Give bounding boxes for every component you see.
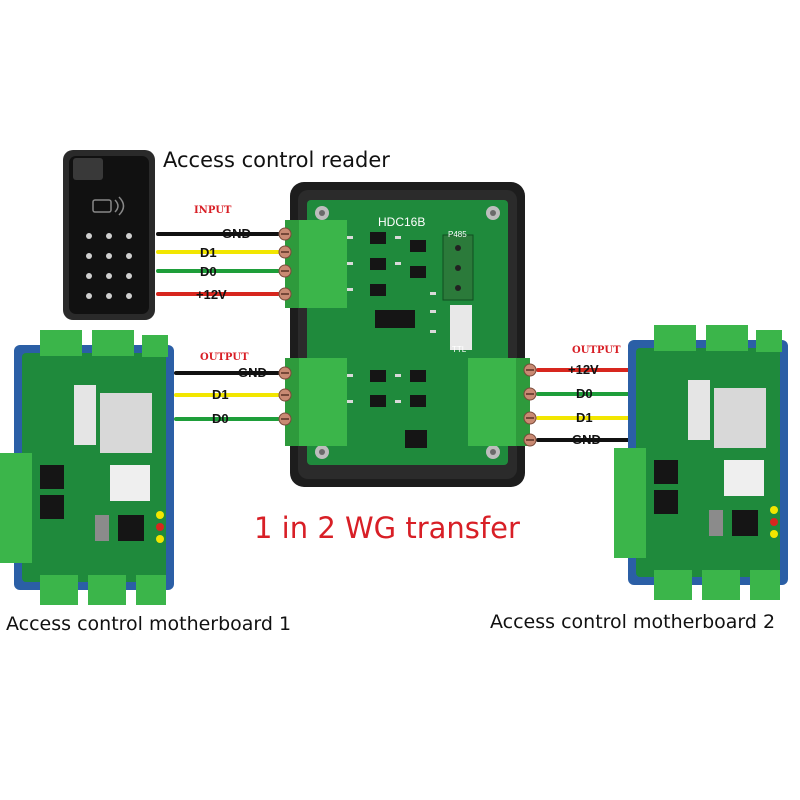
output1-wire-label-2: D1 [212,387,229,402]
output2-wire-label-2: D0 [576,386,593,401]
input-wire-label-4: +12V [196,287,227,302]
output2-wire-label-3: D1 [576,410,593,425]
motherboard-1-board [0,330,174,605]
output1-heading: OUTPUT [200,352,249,363]
output2-heading: OUTPUT [572,345,621,356]
motherboard-2-title: Access control motherboard 2 [490,611,776,633]
card-reader-device [63,150,155,320]
input-heading: INPUT [194,205,232,216]
motherboard-1-title: Access control motherboard 1 [6,613,292,635]
headline: 1 in 2 WG transfer [254,511,520,545]
motherboard-2-board [614,325,788,600]
output2-wire-label-4: GND [572,432,601,447]
input-wire-label-1: GND [222,226,251,241]
output1-wire-label-3: D0 [212,411,229,426]
rs485-label: P485 [448,230,467,239]
converter-module [285,182,530,487]
output2-wire-label-1: +12V [568,362,599,377]
input-wire-label-2: D1 [200,245,217,260]
module-model-label: HDC16B [378,215,426,229]
input-wire-label-3: D0 [200,264,217,279]
card-icon [92,199,112,213]
ttl-label: TTL [452,345,467,354]
reader-title: Access control reader [163,148,390,172]
output1-wire-label-1: GND [238,365,267,380]
